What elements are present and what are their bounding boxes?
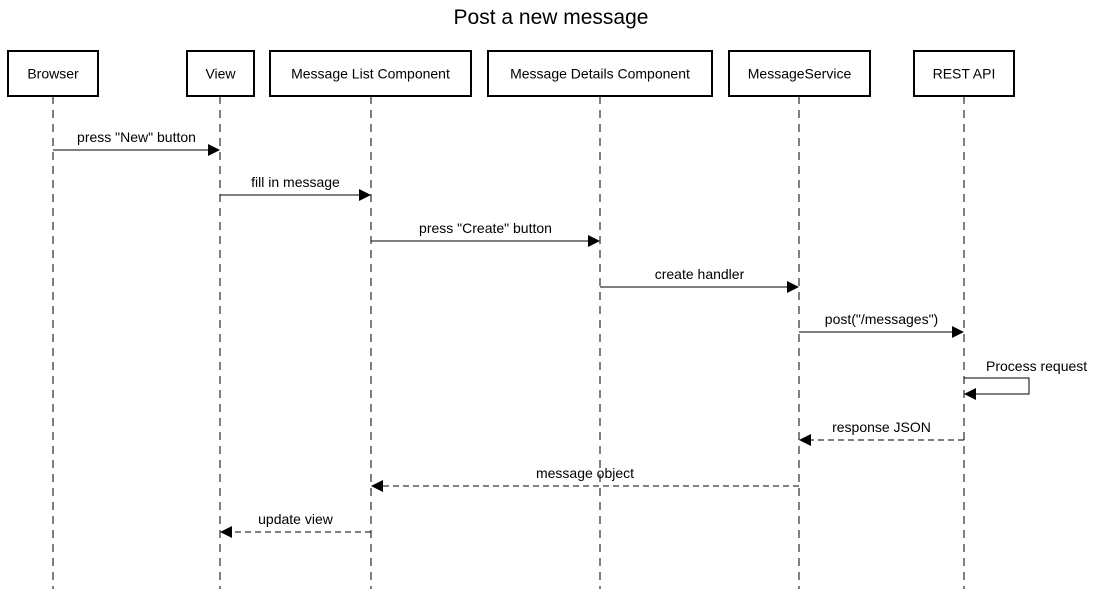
message-8: message object [371,465,799,492]
arrowhead [359,189,371,201]
message-9: update view [220,511,371,538]
message-2: fill in message [220,174,371,201]
participant-label: MessageService [748,66,852,82]
participant-label: Browser [27,66,79,82]
arrowhead [220,526,232,538]
participants: Browser View Message List Component Message… [7,50,1015,97]
message-3: press "Create" button [371,220,600,247]
participant-box [269,50,472,97]
message-5: post("/messages") [799,311,964,338]
arrowhead [964,388,976,400]
message-1: press "New" button [53,129,220,156]
participant-label: REST API [933,66,996,82]
participant-box [913,50,1015,97]
message-label: Process request [986,358,1087,374]
message-4: create handler [600,266,799,293]
participant-box [728,50,871,97]
arrowhead [787,281,799,293]
message-label: create handler [655,266,745,282]
participant-list: Message List Component [269,50,472,97]
message-label: press "Create" button [419,220,552,236]
arrowhead [588,235,600,247]
message-7: response JSON [799,419,964,446]
participant-view: View [186,50,255,97]
message-label: message object [536,465,634,481]
message-label: update view [258,511,334,527]
message-6: Process request [964,358,1087,400]
participant-label: Message List Component [291,66,450,82]
participant-box [186,50,255,97]
arrowhead [208,144,220,156]
participant-label: View [205,66,236,82]
lifelines [52,96,965,589]
message-label: post("/messages") [825,311,938,327]
participant-details: Message Details Component [487,50,713,97]
arrowhead [371,480,383,492]
arrowhead [799,434,811,446]
message-label: response JSON [832,419,931,435]
message-line [964,377,1030,395]
participant-service: MessageService [728,50,871,97]
participant-box [487,50,713,97]
diagram-title: Post a new message [454,6,649,29]
participant-api: REST API [913,50,1015,97]
participant-box [7,50,99,97]
arrowhead [952,326,964,338]
messages: press "New" button fill in message press "… [53,129,1087,538]
participant-browser: Browser [7,50,99,97]
message-label: fill in message [251,174,340,190]
message-label: press "New" button [77,129,196,145]
participant-label: Message Details Component [510,66,690,82]
